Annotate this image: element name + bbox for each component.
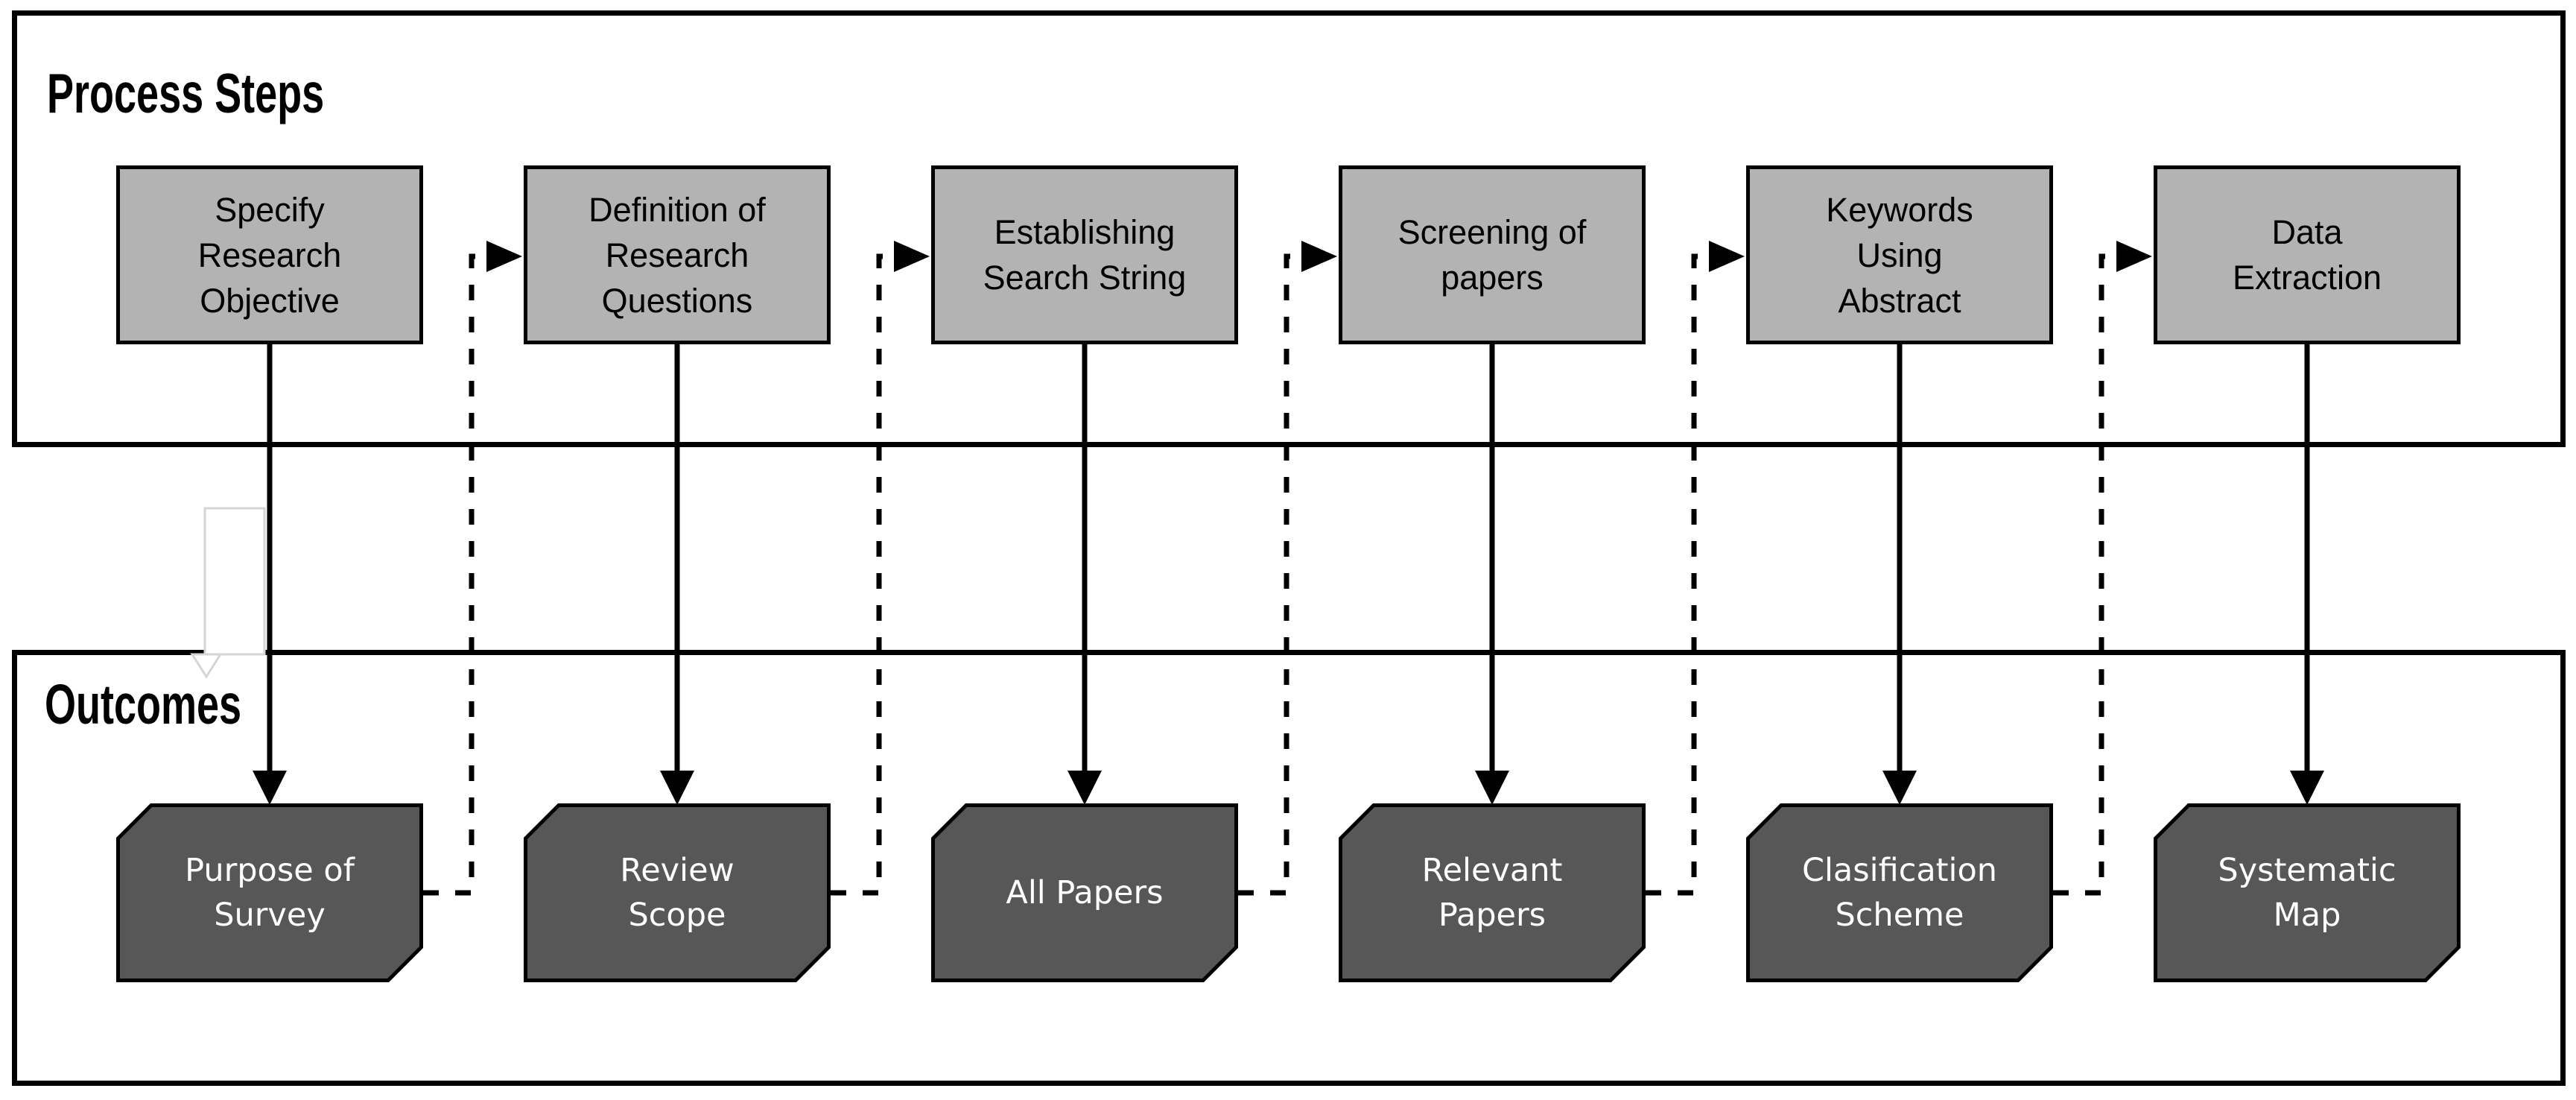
- process-step-label: Definition of Research Questions: [589, 190, 766, 320]
- process-step-label: Screening of papers: [1398, 213, 1587, 297]
- process-step-label: Data Extraction: [2232, 213, 2382, 297]
- process-step-box-establishing-search-string: Establishing Search String: [931, 165, 1238, 344]
- process-step-label: Specify Research Objective: [197, 190, 342, 320]
- outcome-box-relevant-papers: Relevant Papers: [1339, 803, 1646, 982]
- outcomes-title: Outcomes: [45, 673, 242, 736]
- outcome-box-fill: Review Scope: [527, 807, 827, 979]
- outcome-label: Systematic Map: [2218, 852, 2396, 934]
- process-step-box-data-extraction: Data Extraction: [2154, 165, 2461, 344]
- outcome-label: Purpose of Survey: [185, 852, 355, 934]
- process-steps-title: Process Steps: [47, 62, 325, 124]
- outcome-box-border: Systematic Map: [2154, 803, 2461, 982]
- outcome-box-border: Review Scope: [524, 803, 831, 982]
- process-step-box-definition-of-research-questions: Definition of Research Questions: [524, 165, 831, 344]
- outcome-box-all-papers: All Papers: [931, 803, 1238, 982]
- outcome-box-fill: All Papers: [935, 807, 1234, 979]
- outcome-label: Clasification Scheme: [1801, 852, 1998, 934]
- outcome-label: Review Scope: [620, 852, 735, 934]
- outcome-box-clasification-scheme: Clasification Scheme: [1746, 803, 2053, 982]
- process-step-box-specify-research-objective: Specify Research Objective: [116, 165, 423, 344]
- outcome-box-fill: Clasification Scheme: [1750, 807, 2049, 979]
- outcome-box-fill: Purpose of Survey: [120, 807, 419, 979]
- outcome-label: All Papers: [1006, 874, 1164, 911]
- outcome-box-systematic-map: Systematic Map: [2154, 803, 2461, 982]
- process-step-box-screening-of-papers: Screening of papers: [1339, 165, 1646, 344]
- outcome-box-purpose-of-survey: Purpose of Survey: [116, 803, 423, 982]
- outcome-box-border: Purpose of Survey: [116, 803, 423, 982]
- outcome-box-fill: Systematic Map: [2157, 807, 2457, 979]
- process-step-box-keywords-using-abstract: Keywords Using Abstract: [1746, 165, 2053, 344]
- process-step-label: Keywords Using Abstract: [1826, 190, 1973, 320]
- outcome-box-border: All Papers: [931, 803, 1238, 982]
- outcome-box-border: Relevant Papers: [1339, 803, 1646, 982]
- outcome-box-fill: Relevant Papers: [1342, 807, 1642, 979]
- outcome-box-review-scope: Review Scope: [524, 803, 831, 982]
- process-step-label: Establishing Search String: [983, 213, 1187, 297]
- outcome-label: Relevant Papers: [1421, 852, 1563, 934]
- outcome-box-border: Clasification Scheme: [1746, 803, 2053, 982]
